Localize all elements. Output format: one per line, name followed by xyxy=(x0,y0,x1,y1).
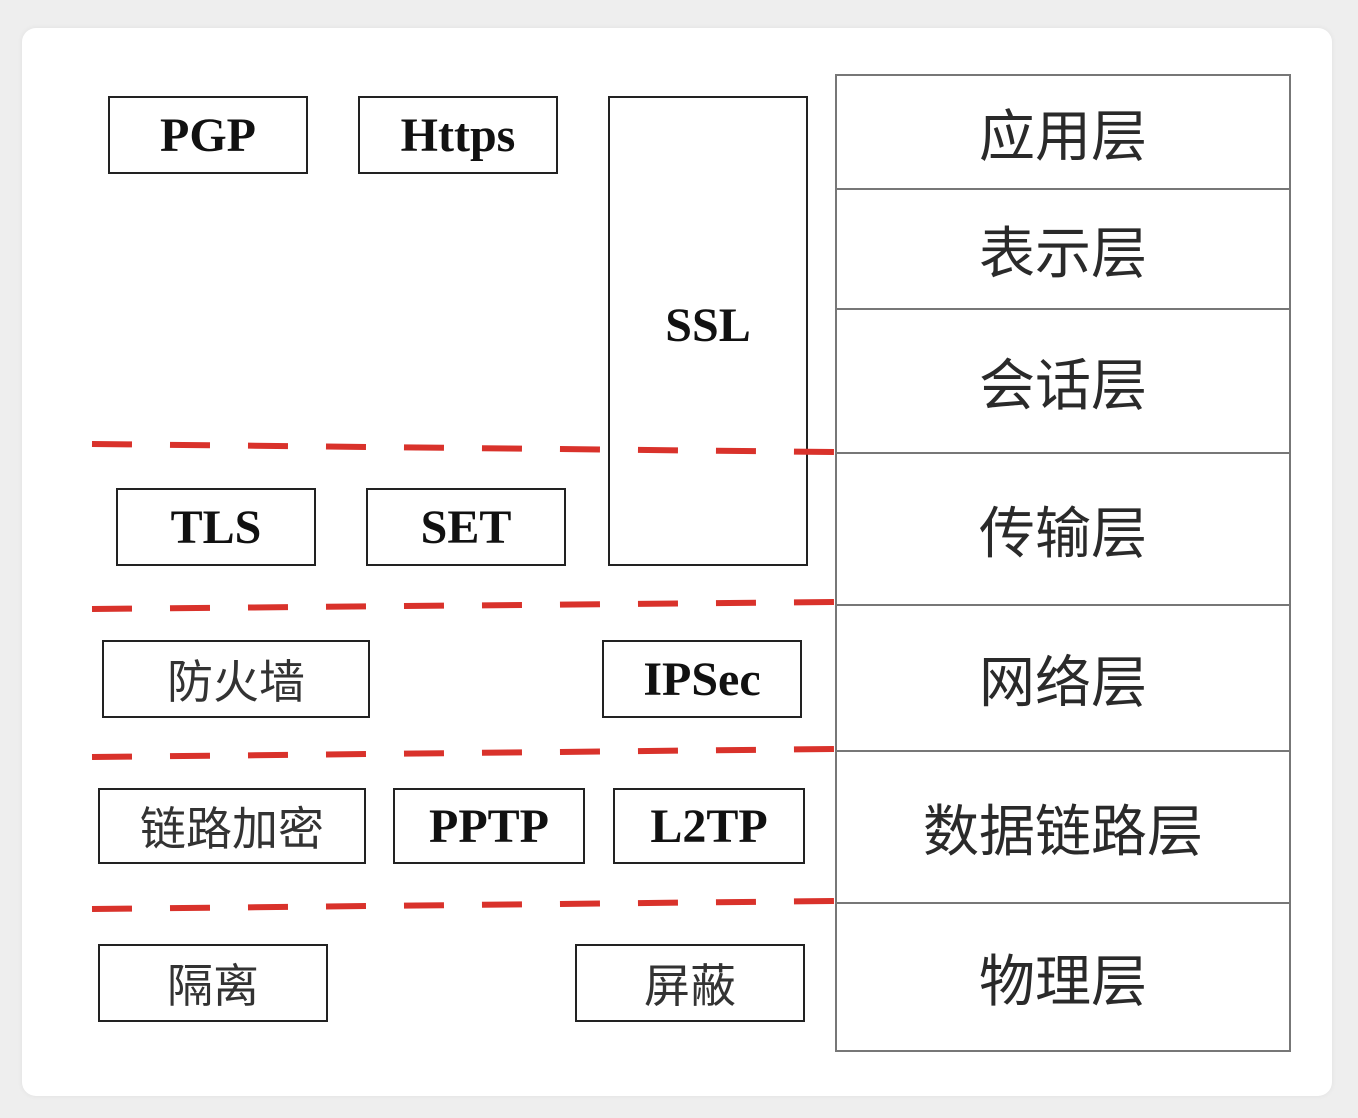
https-label: Https xyxy=(400,108,516,162)
osi-layer-application-label: 应用层 xyxy=(979,104,1147,170)
tls-label: TLS xyxy=(170,500,262,554)
ssl-label: SSL xyxy=(665,299,751,352)
link-encryption-box: 链路加密 xyxy=(98,788,366,864)
l2tp-label: L2TP xyxy=(650,799,768,853)
set-label: SET xyxy=(420,500,512,554)
isolation-label: 隔离 xyxy=(167,959,259,1013)
https-box: Https xyxy=(358,96,558,174)
firewall-label: 防火墙 xyxy=(167,655,305,709)
osi-layer-data-link: 数据链路层 xyxy=(837,750,1289,902)
osi-layer-application: 应用层 xyxy=(837,76,1289,188)
pgp-box: PGP xyxy=(108,96,308,174)
set-box: SET xyxy=(366,488,566,566)
pgp-label: PGP xyxy=(160,108,256,162)
osi-layer-session: 会话层 xyxy=(837,308,1289,452)
osi-layer-physical-label: 物理层 xyxy=(979,949,1147,1015)
osi-layer-session-label: 会话层 xyxy=(979,353,1147,419)
osi-layer-presentation-label: 表示层 xyxy=(979,221,1147,287)
osi-layer-transport: 传输层 xyxy=(837,452,1289,604)
pptp-label: PPTP xyxy=(429,799,549,853)
ipsec-box: IPSec xyxy=(602,640,802,718)
ssl-box: SSL xyxy=(608,96,808,566)
isolation-box: 隔离 xyxy=(98,944,328,1022)
osi-layer-presentation: 表示层 xyxy=(837,188,1289,308)
firewall-box: 防火墙 xyxy=(102,640,370,718)
shielding-box: 屏蔽 xyxy=(575,944,805,1022)
ipsec-label: IPSec xyxy=(643,652,761,706)
osi-layer-stack: 应用层 表示层 会话层 传输层 网络层 数据链路层 物理层 xyxy=(835,74,1291,1052)
tls-box: TLS xyxy=(116,488,316,566)
link-encryption-label: 链路加密 xyxy=(140,802,324,856)
pptp-box: PPTP xyxy=(393,788,585,864)
osi-layer-network: 网络层 xyxy=(837,604,1289,750)
shielding-label: 屏蔽 xyxy=(644,959,736,1013)
osi-layer-network-label: 网络层 xyxy=(979,650,1147,716)
osi-layer-transport-label: 传输层 xyxy=(979,501,1147,567)
l2tp-box: L2TP xyxy=(613,788,805,864)
osi-layer-physical: 物理层 xyxy=(837,902,1289,1050)
osi-layer-data-link-label: 数据链路层 xyxy=(923,799,1203,865)
